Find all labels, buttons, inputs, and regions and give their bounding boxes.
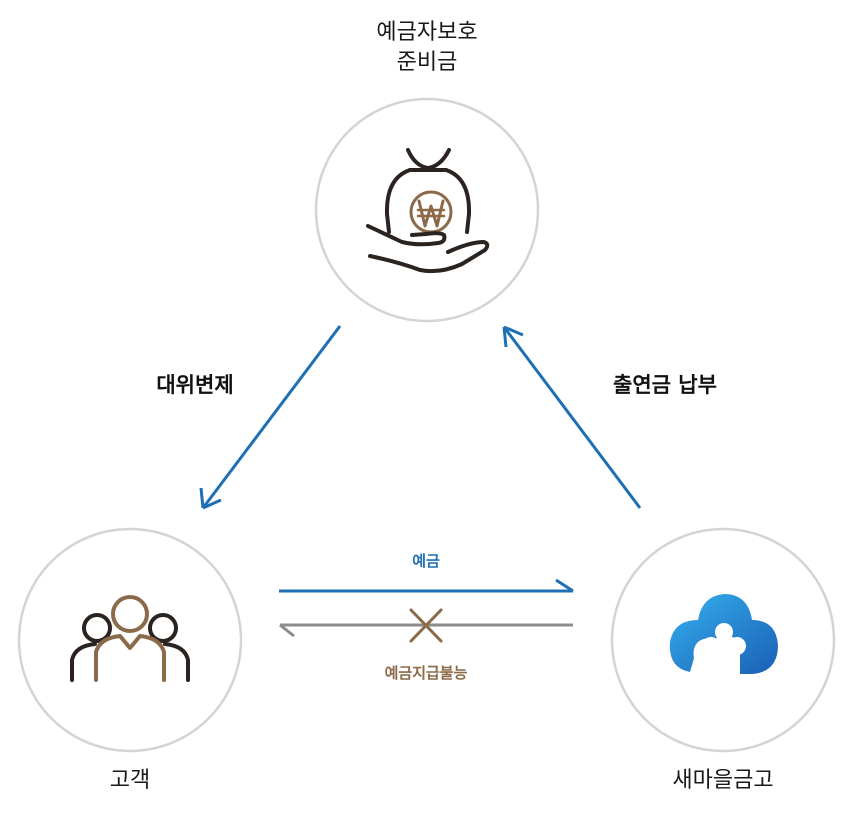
fund-title: 예금자보호 준비금 (327, 18, 527, 78)
people-group-icon (70, 595, 190, 682)
label-contribution: 출연금 납부 (613, 373, 717, 397)
cross-mark-icon (409, 608, 443, 643)
customer-circle (17, 527, 243, 753)
money-bag-hand-icon (366, 148, 490, 274)
arrow-fund-to-customer (199, 325, 342, 510)
customer-title: 고객 (109, 768, 151, 793)
mg-cloud-logo-icon (669, 594, 778, 674)
fund-title-line2: 준비금 (396, 50, 458, 75)
deposit-arrow (279, 578, 574, 593)
label-deposit: 예금 (412, 552, 440, 570)
fund-title-line1: 예금자보호 (376, 20, 478, 45)
label-no-payment: 예금지급불능 (384, 664, 468, 682)
label-subrogation: 대위변제 (156, 373, 234, 397)
bank-title: 새마을금고 (672, 768, 774, 793)
arrow-bank-to-fund (502, 325, 642, 509)
